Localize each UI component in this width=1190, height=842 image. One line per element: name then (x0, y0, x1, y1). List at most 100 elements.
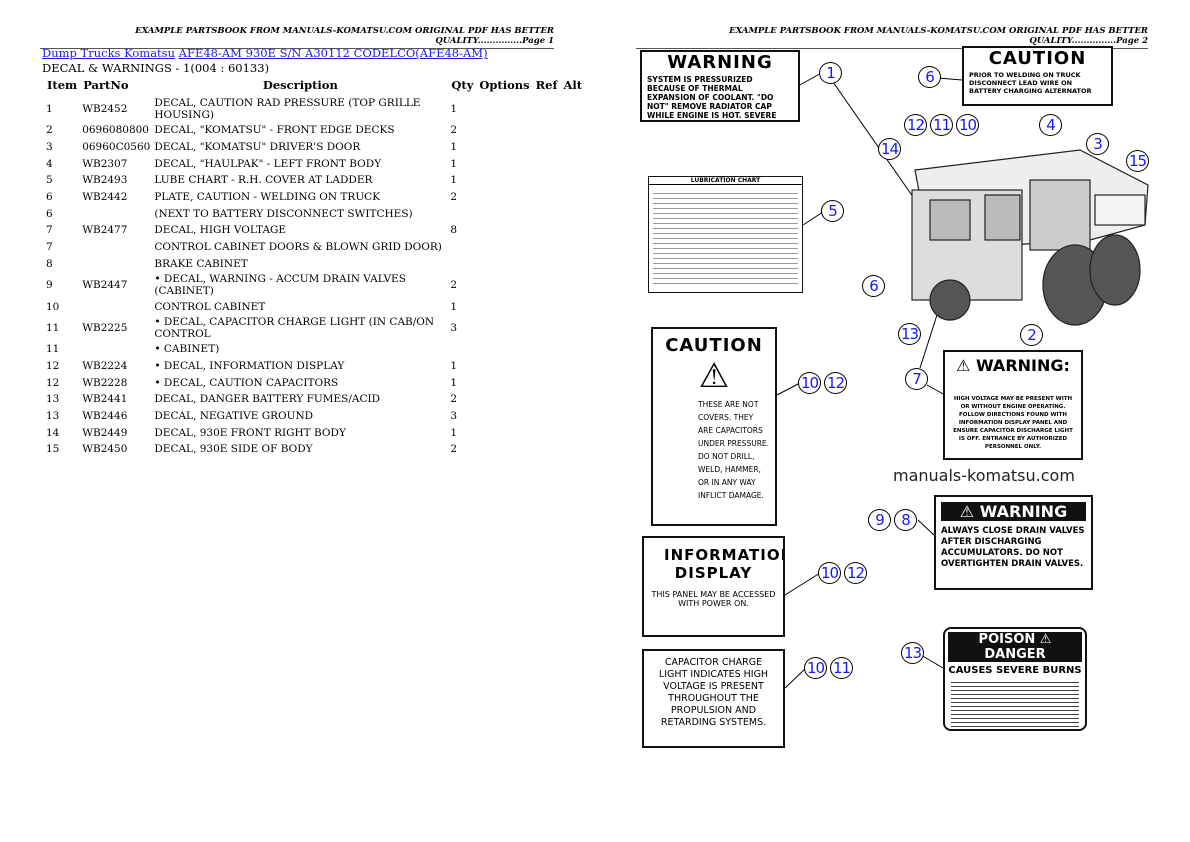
item-cell: 12 (46, 359, 60, 372)
qty-cell: 1 (450, 157, 458, 170)
item-cell: 12 (46, 376, 60, 389)
decal-capacitor-charge: CAPACITOR CHARGE LIGHT INDICATES HIGH VO… (642, 649, 785, 748)
decal-warning-radiator: WARNING SYSTEM IS PRESSURIZED BECAUSE OF… (640, 50, 800, 122)
page-header-left: EXAMPLE PARTSBOOK FROM MANUALS-KOMATSU.C… (40, 26, 554, 49)
description-cell: DECAL, DANGER BATTERY FUMES/ACID (154, 393, 381, 406)
column-header: Description (262, 78, 338, 92)
callout-7: 7 (905, 368, 928, 390)
item-cell: 11 (46, 343, 60, 356)
item-cell: 3 (46, 141, 53, 154)
qty-cell: 1 (450, 141, 458, 154)
breadcrumb-link-dump-trucks[interactable]: Dump Trucks Komatsu (42, 46, 175, 60)
partno-cell: WB2493 (82, 174, 128, 187)
description-cell: DECAL, 930E SIDE OF BODY (154, 443, 313, 456)
callout-10: 10 (956, 114, 979, 136)
callout-3: 3 (1086, 133, 1109, 155)
partno-cell: WB2452 (82, 103, 128, 115)
item-cell: 9 (46, 279, 53, 292)
description-cell: CONTROL CABINET (154, 300, 266, 313)
description-cell: DECAL, 930E FRONT RIGHT BODY (154, 426, 346, 439)
callout-8: 8 (894, 509, 917, 531)
partno-cell: 0696080800 (82, 124, 149, 137)
decal-text: HIGH VOLTAGE MAY BE PRESENT WITH OR WITH… (953, 396, 1073, 450)
callout-14: 14 (878, 138, 901, 160)
decal-information-display: INFORMATION DISPLAY THIS PANEL MAY BE AC… (642, 536, 785, 637)
decal-title: CAUTION (665, 335, 763, 356)
item-cell: 1 (46, 103, 53, 115)
lube-chart-grid (653, 189, 798, 284)
qty-cell: 3 (450, 321, 458, 334)
callout-10: 10 (798, 372, 821, 394)
description-cell: DECAL, "KOMATSU" - FRONT EDGE DECKS (154, 124, 395, 137)
callout-13: 13 (901, 642, 924, 664)
callout-1: 1 (819, 62, 842, 84)
item-cell: 7 (46, 241, 53, 254)
qty-cell: 2 (450, 279, 458, 292)
description-cell: • DECAL, CAUTION CAPACITORS (154, 376, 339, 389)
column-header: Ref (535, 78, 558, 92)
decal-text: CAPACITOR CHARGE LIGHT INDICATES HIGH VO… (658, 657, 769, 728)
decal-text: ALWAYS CLOSE DRAIN VALVES AFTER DISCHARG… (941, 526, 1085, 569)
callout-12: 12 (904, 114, 927, 136)
item-cell: 8 (46, 257, 53, 270)
description-cell: DECAL, "KOMATSU" DRIVER'S DOOR (154, 141, 361, 154)
column-header: Alt (563, 78, 583, 92)
warning-triangle-icon: ⚠ (698, 356, 730, 396)
decal-warning-drain: ⚠ WARNING ALWAYS CLOSE DRAIN VALVES AFTE… (934, 495, 1093, 590)
description-cell: PLATE, CAUTION - WELDING ON TRUCK (154, 191, 381, 204)
decal-title: INFORMATION DISPLAY (664, 546, 785, 582)
decal-caution-welding: CAUTION PRIOR TO WELDING ON TRUCK DISCON… (962, 46, 1113, 106)
qty-cell: 2 (450, 393, 458, 406)
callout-2: 2 (1020, 324, 1043, 346)
callout-15: 15 (1126, 150, 1149, 172)
table-row: 6(NEXT TO BATTERY DISCONNECT SWITCHES) (44, 205, 585, 222)
partno-cell: WB2446 (82, 409, 128, 422)
partno-cell: WB2441 (82, 393, 128, 406)
description-cell: DECAL, HIGH VOLTAGE (154, 224, 287, 237)
callout-11: 11 (830, 657, 853, 679)
item-cell: 7 (46, 224, 53, 237)
decal-lube-chart: LUBRICATION CHART (648, 176, 803, 293)
decal-fine-print (951, 679, 1079, 729)
item-cell: 13 (46, 409, 60, 422)
qty-cell: 1 (450, 174, 458, 187)
decal-title: CAUTION (988, 48, 1087, 69)
callout-10: 10 (818, 562, 841, 584)
qty-cell: 1 (450, 300, 458, 313)
description-cell: CONTROL CABINET DOORS & BLOWN GRID DOOR) (154, 241, 442, 254)
decal-caution-capacitors: CAUTION ⚠ THESE ARE NOT COVERS. THEY ARE… (651, 327, 777, 526)
callout-10: 10 (804, 657, 827, 679)
partno-cell: 06960C0560 (82, 141, 151, 154)
item-cell: 11 (46, 321, 60, 334)
table-row: 8 BRAKE CABINET (44, 256, 585, 273)
column-header: PartNo (83, 78, 129, 92)
breadcrumb-link-model[interactable]: AFE48-AM 930E S/N A30112 CODELCO(AFE48-A… (178, 46, 488, 60)
description-cell: BRAKE CABINET (154, 257, 248, 270)
decal-text: PRIOR TO WELDING ON TRUCK DISCONNECT LEA… (969, 71, 1092, 95)
description-cell: DECAL, CAUTION RAD PRESSURE (TOP GRILLE … (154, 97, 421, 121)
qty-cell: 1 (450, 426, 458, 439)
decal-title: WARNING (979, 502, 1068, 521)
callout-13: 13 (898, 323, 921, 345)
description-cell: • DECAL, CAPACITOR CHARGE LIGHT (IN CAB/… (154, 315, 435, 340)
dump-truck-illustration (911, 149, 1149, 326)
partno-cell: WB2450 (82, 443, 128, 456)
qty-cell: 2 (450, 443, 458, 456)
callout-9: 9 (868, 509, 891, 531)
watermark: manuals-komatsu.com (893, 466, 1075, 485)
item-cell: 4 (46, 157, 53, 170)
callout-6: 6 (918, 66, 941, 88)
description-cell: DECAL, "HAULPAK" - LEFT FRONT BODY (154, 157, 382, 170)
callout-6: 6 (862, 275, 885, 297)
partno-cell: WB2224 (82, 359, 128, 372)
